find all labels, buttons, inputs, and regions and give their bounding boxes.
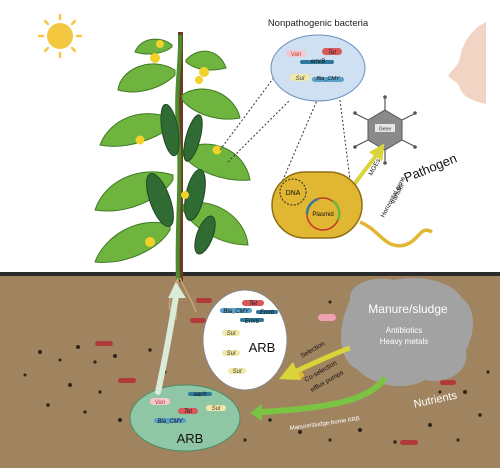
connector-dotted-lines: [219, 75, 351, 183]
gene-aach-low: aach: [193, 392, 207, 398]
dna-label: DNA: [286, 190, 301, 197]
pink-bacterium: [318, 314, 336, 321]
plasmid-label: Plasmid: [312, 212, 333, 218]
nonpathogenic-title: Nonpathogenic bacteria: [268, 18, 369, 29]
sun-icon: [37, 13, 83, 59]
manure-borne-arb-arrowhead: [250, 404, 262, 421]
gene-tet-top: Tet: [328, 50, 336, 56]
gene-emrb-mid2: Emrb: [245, 319, 260, 325]
manure-borne-arb-arrow: [261, 376, 388, 415]
manure-sludge-blob: [340, 278, 473, 387]
cucumber-plant: [94, 34, 251, 321]
gene-emrb-mid1: Emrb: [260, 310, 275, 316]
pathogen-label: Pathogen: [402, 150, 459, 185]
arb-bubble-middle: [202, 289, 288, 391]
gene-tet-low: Tet: [184, 409, 192, 415]
arb-label-lower: ARB: [177, 431, 204, 446]
gene-box-label: Gene: [379, 127, 391, 133]
gene-van-top: Van: [291, 52, 302, 58]
pathogen-virus-icon: Gene: [353, 95, 417, 165]
gene-blacmy-mid: Bla_CMY: [223, 309, 249, 315]
gene-sul-low: Sul: [212, 406, 221, 412]
soil-particles: [23, 300, 490, 444]
root-uptake-arrowhead: [168, 282, 186, 298]
selection-arrow: [278, 345, 351, 380]
lower-bubble-genes: aach Van Tet Sul Bla_CMY: [150, 392, 226, 425]
root-uptake-arrow: [155, 293, 179, 395]
gene-blacmy-top: Bla_CMY: [316, 76, 340, 82]
gene-sul-top: Sul: [296, 76, 305, 82]
ground-line: [0, 272, 500, 276]
gene-tet-mid: Tet: [249, 301, 257, 307]
manure-title: Manure/sludge: [368, 302, 448, 316]
bacterium-cell: DNA Plasmid: [271, 171, 433, 248]
manure-heavy-metals: Heavy metals: [380, 337, 428, 346]
top-bubble-genes: Van Tet emrB Sul Bla_CMY: [286, 48, 344, 82]
gene-sul-mid3: Sul: [233, 369, 242, 375]
gene-sul-mid2: Sul: [227, 351, 236, 357]
gene-emrb-top: emrB: [311, 59, 325, 65]
nonpathogenic-bubble: [270, 34, 366, 102]
gene-van-low: Van: [155, 400, 166, 406]
gene-blacmy-low: Bla_CMY: [157, 419, 183, 425]
gene-sul-mid1: Sul: [227, 331, 236, 337]
middle-bubble-genes: Tet Bla_CMY Emrb Emrb Sul Sul Sul: [220, 300, 278, 375]
manure-antibiotics: Antibiotics: [386, 326, 422, 335]
human-face-icon: [448, 22, 486, 104]
arb-label-middle: ARB: [249, 340, 276, 355]
